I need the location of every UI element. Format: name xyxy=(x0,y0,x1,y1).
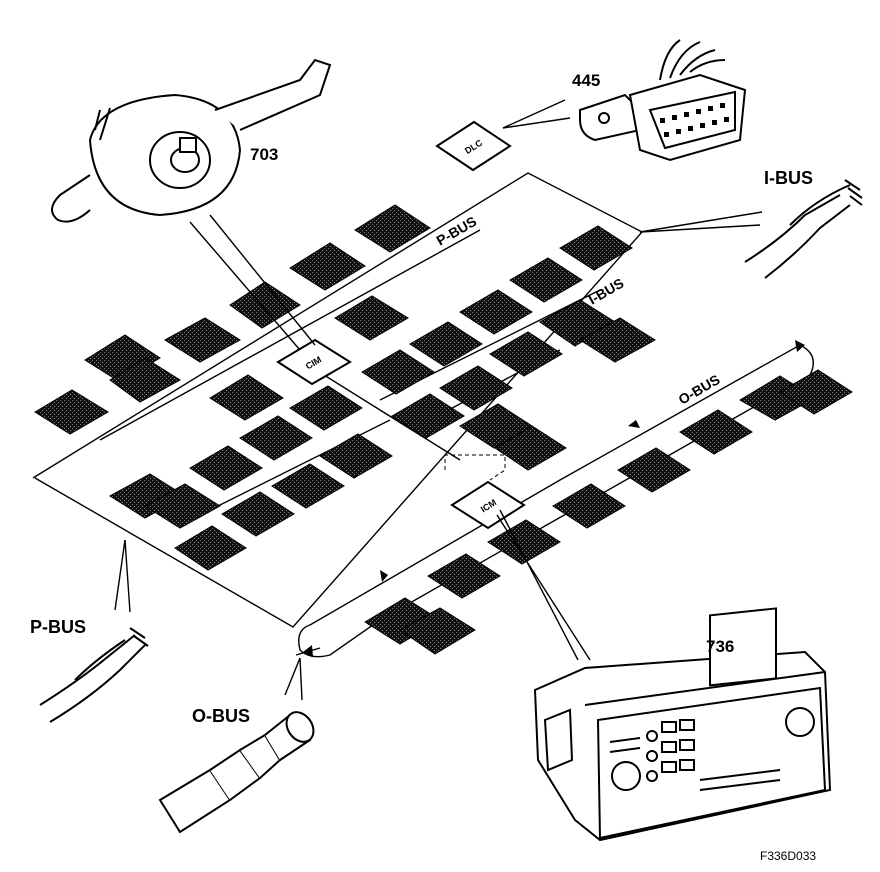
cim-node: CIM xyxy=(276,338,352,386)
module xyxy=(239,415,313,461)
module xyxy=(189,445,263,491)
module xyxy=(34,389,109,435)
o-bus-arrow-4 xyxy=(303,645,313,657)
figure-code: F336D033 xyxy=(760,849,816,863)
module xyxy=(289,242,366,291)
module xyxy=(229,281,301,329)
module xyxy=(271,463,345,509)
module xyxy=(409,321,483,367)
steering-switch-illustration xyxy=(51,58,332,223)
module xyxy=(779,369,853,415)
control-modules xyxy=(34,204,853,655)
module xyxy=(579,317,656,363)
module xyxy=(489,331,563,377)
module xyxy=(354,204,431,253)
leader-lines xyxy=(114,99,763,701)
module xyxy=(174,525,247,571)
module xyxy=(221,491,295,537)
module xyxy=(509,257,583,303)
module xyxy=(427,553,501,599)
module xyxy=(144,483,221,529)
diagnostic-connector-illustration xyxy=(579,39,747,162)
module xyxy=(391,393,465,439)
module xyxy=(361,349,435,395)
module xyxy=(334,295,409,341)
module xyxy=(459,289,533,335)
module xyxy=(679,409,753,455)
module xyxy=(494,425,567,471)
label-445: 445 xyxy=(572,71,600,90)
o-bus-callout: O-BUS xyxy=(192,706,250,726)
module xyxy=(209,374,284,421)
p-bus-cable-illustration xyxy=(39,627,149,723)
o-bus-arrow-2 xyxy=(628,420,640,428)
o-bus-loop xyxy=(295,344,814,658)
module xyxy=(439,365,513,411)
i-bus-cable-illustration xyxy=(744,179,863,279)
module xyxy=(319,433,393,479)
i-bus-network-label: I-BUS xyxy=(586,275,627,308)
label-703: 703 xyxy=(250,145,278,164)
o-bus-arrow-3 xyxy=(380,570,388,582)
module xyxy=(399,607,476,655)
p-bus-callout: P-BUS xyxy=(30,617,86,637)
module xyxy=(559,225,633,271)
module xyxy=(109,357,181,403)
module xyxy=(487,519,561,565)
dlc-node: DLC xyxy=(435,120,512,172)
label-736: 736 xyxy=(706,637,734,656)
o-bus-connector-illustration xyxy=(158,711,315,834)
i-bus-callout: I-BUS xyxy=(764,168,813,188)
module xyxy=(617,447,691,493)
module xyxy=(84,334,161,383)
module xyxy=(164,317,241,363)
icm-node: ICM xyxy=(450,480,526,530)
dashed-link xyxy=(444,454,506,481)
o-bus-arrow-1 xyxy=(795,340,805,352)
climate-panel-illustration xyxy=(533,607,832,842)
module xyxy=(552,483,626,529)
module xyxy=(289,385,363,431)
